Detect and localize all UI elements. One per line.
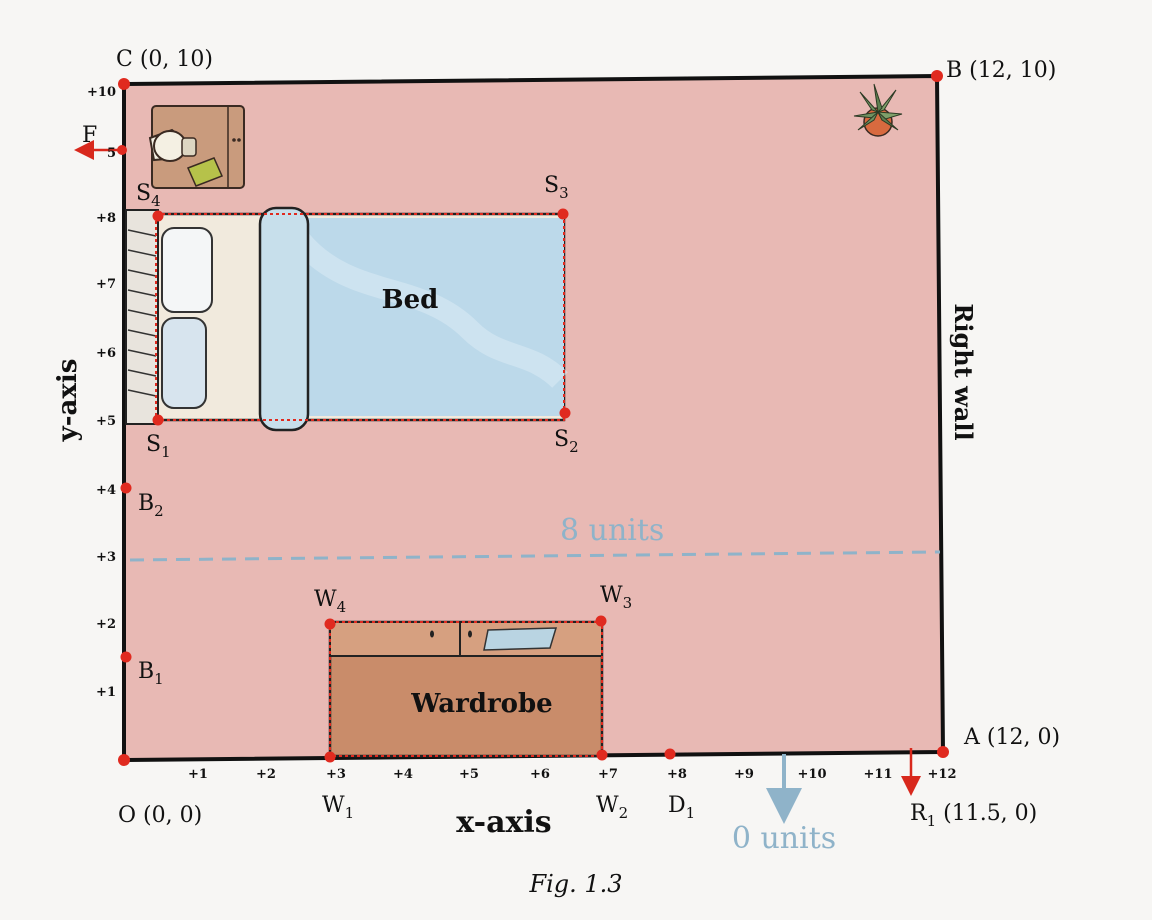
point-f-label: F	[82, 123, 97, 148]
y-tick-label: +7	[96, 277, 116, 292]
y-tick-label: +8	[96, 211, 116, 226]
point-w3	[595, 615, 607, 627]
point-b	[931, 70, 943, 82]
point-s1-label: S1	[146, 432, 171, 461]
point-s2-label: S2	[554, 427, 579, 456]
x-tick-label: +12	[928, 767, 957, 782]
point-w1-label: W1	[322, 793, 354, 822]
y-tick-label: +4	[96, 483, 116, 498]
y-tick-label: +6	[96, 346, 116, 361]
blanket-fold	[258, 206, 310, 432]
point-w1	[324, 751, 336, 763]
x-axis-title: x-axis	[456, 805, 551, 840]
zero-units-label: 0 units	[732, 821, 836, 856]
wardrobe: Wardrobe	[328, 620, 604, 758]
right-wall-label: Right wall	[949, 303, 978, 440]
eight-units-line	[129, 550, 941, 562]
x-tick-label: +6	[530, 767, 550, 782]
point-b1-label: B1	[138, 659, 164, 688]
point-s4-label: S4	[136, 181, 161, 210]
x-tick-label: +5	[459, 767, 479, 782]
point-w2	[596, 749, 608, 761]
point-d1	[664, 748, 676, 760]
point-b2	[120, 482, 132, 494]
x-tick-label: +10	[798, 767, 827, 782]
point-d1-label: D1	[668, 793, 695, 822]
y-axis-ticks: +10 5 +8 +7 +6 +5 +4 +3 +2 +1	[87, 85, 116, 700]
y-tick-label: +3	[96, 550, 116, 565]
x-tick-label: +3	[326, 767, 346, 782]
wardrobe-tray-icon	[483, 627, 558, 651]
y-tick-label: +2	[96, 617, 116, 632]
x-axis-ticks: +1 +2 +3 +4 +5 +6 +7 +8 +9 +10 +11 +12	[188, 767, 956, 782]
y-axis-title: y-axis	[53, 359, 83, 443]
x-tick-label: +2	[256, 767, 276, 782]
x-tick-label: +8	[667, 767, 687, 782]
point-w4-label: W4	[314, 587, 346, 616]
point-a	[937, 746, 949, 758]
point-f	[117, 145, 127, 155]
point-r1-label: R1 (11.5, 0)	[910, 801, 1037, 830]
bed-label: Bed	[382, 285, 439, 315]
point-s4	[152, 210, 164, 222]
figure-caption: Fig. 1.3	[528, 870, 622, 898]
point-w2-label: W2	[596, 793, 628, 822]
corner-o-label: O (0, 0)	[118, 803, 202, 828]
pillow-bottom	[161, 317, 207, 409]
wardrobe-label: Wardrobe	[410, 689, 552, 719]
headboard	[125, 209, 159, 425]
bed-outline	[155, 213, 565, 421]
y-tick-label: +1	[96, 685, 116, 700]
x-tick-label: +11	[864, 767, 893, 782]
x-tick-label: +4	[393, 767, 413, 782]
corner-c-label: C (0, 10)	[116, 47, 213, 72]
corner-b-label: B (12, 10)	[946, 58, 1056, 83]
point-c	[118, 78, 130, 90]
y-tick-label: 5	[107, 146, 116, 161]
point-b1	[120, 651, 132, 663]
x-tick-label: +7	[598, 767, 618, 782]
y-tick-label: +10	[87, 85, 116, 100]
corner-a-label: A (12, 0)	[963, 725, 1060, 750]
y-tick-label: +5	[96, 414, 116, 429]
nightstand	[148, 105, 245, 189]
point-o	[118, 754, 130, 766]
pillow-top	[161, 227, 213, 313]
eight-units-label: 8 units	[560, 513, 664, 548]
point-s3	[557, 208, 569, 220]
book-icon	[186, 157, 224, 187]
x-tick-label: +9	[734, 767, 754, 782]
point-w3-label: W3	[600, 583, 632, 612]
lamp-icon	[148, 128, 197, 162]
x-tick-label: +1	[188, 767, 208, 782]
point-b2-label: B2	[138, 491, 164, 520]
point-w4	[324, 618, 336, 630]
bed: Bed	[125, 206, 568, 432]
point-s3-label: S3	[544, 173, 569, 202]
plant-icon	[853, 83, 903, 137]
point-s1	[152, 414, 164, 426]
point-s2	[559, 407, 571, 419]
